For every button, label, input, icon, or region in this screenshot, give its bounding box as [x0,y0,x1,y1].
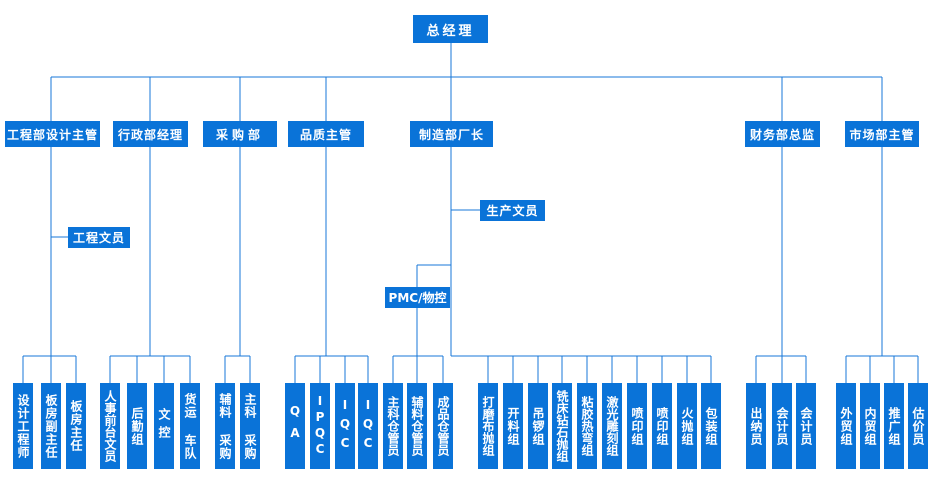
leaf-node: 后勤组 [127,383,147,469]
node-finance-director: 财务部总监 [745,121,820,147]
node-pmc-material-control: PMC/物控 [385,287,450,308]
node-general-manager: 总经理 [413,15,488,43]
leaf-node: 板房主任 [66,383,86,469]
node-manufacturing-director: 制造部厂长 [410,121,493,147]
leaf-node: 吊锣组 [528,383,548,469]
leaf-node: 会计员 [772,383,792,469]
leaf-node: 打磨布抛组 [478,383,498,469]
leaf-node: 粘胶热弯组 [577,383,597,469]
leaf-node: QA [285,383,305,469]
leaf-node: 板房副主任 [41,383,61,469]
leaf-node: 开料组 [503,383,523,469]
leaf-node: 估价员 [908,383,928,469]
leaf-node: 货运 车队 [180,383,200,469]
leaf-node: 外贸组 [836,383,856,469]
leaf-node: 喷印组 [627,383,647,469]
leaf-node: 铣床钻石抛组 [552,383,572,469]
leaf-node: 文控 [154,383,174,469]
node-engineering-design-supervisor: 工程部设计主管 [5,121,100,147]
leaf-node: IQC [335,383,355,469]
leaf-node: 主科 采购 [240,383,260,469]
leaf-node: 会计员 [796,383,816,469]
leaf-node: 设计工程师 [13,383,33,469]
leaf-node: 喷印组 [652,383,672,469]
node-production-clerk: 生产文员 [480,200,545,221]
leaf-node: 推广组 [884,383,904,469]
leaf-node: 出纳员 [746,383,766,469]
leaf-node: 人事前台文员 [100,383,120,469]
leaf-node: 成品仓管员 [433,383,453,469]
node-purchasing-dept: 采购部 [203,121,277,147]
leaf-node: 主科仓管员 [383,383,403,469]
leaf-node: 包装组 [701,383,721,469]
leaf-node: 辅料 采购 [215,383,235,469]
leaf-node: 辅料仓管员 [407,383,427,469]
leaf-node: 火抛组 [677,383,697,469]
node-marketing-supervisor: 市场部主管 [845,121,919,147]
node-admin-manager: 行政部经理 [113,121,188,147]
leaf-node: 激光雕刻组 [602,383,622,469]
leaf-node: IPQC [310,383,330,469]
leaf-node: 内贸组 [860,383,880,469]
node-quality-supervisor: 品质主管 [288,121,364,147]
leaf-node: IQC [358,383,378,469]
node-engineering-clerk: 工程文员 [68,227,130,248]
